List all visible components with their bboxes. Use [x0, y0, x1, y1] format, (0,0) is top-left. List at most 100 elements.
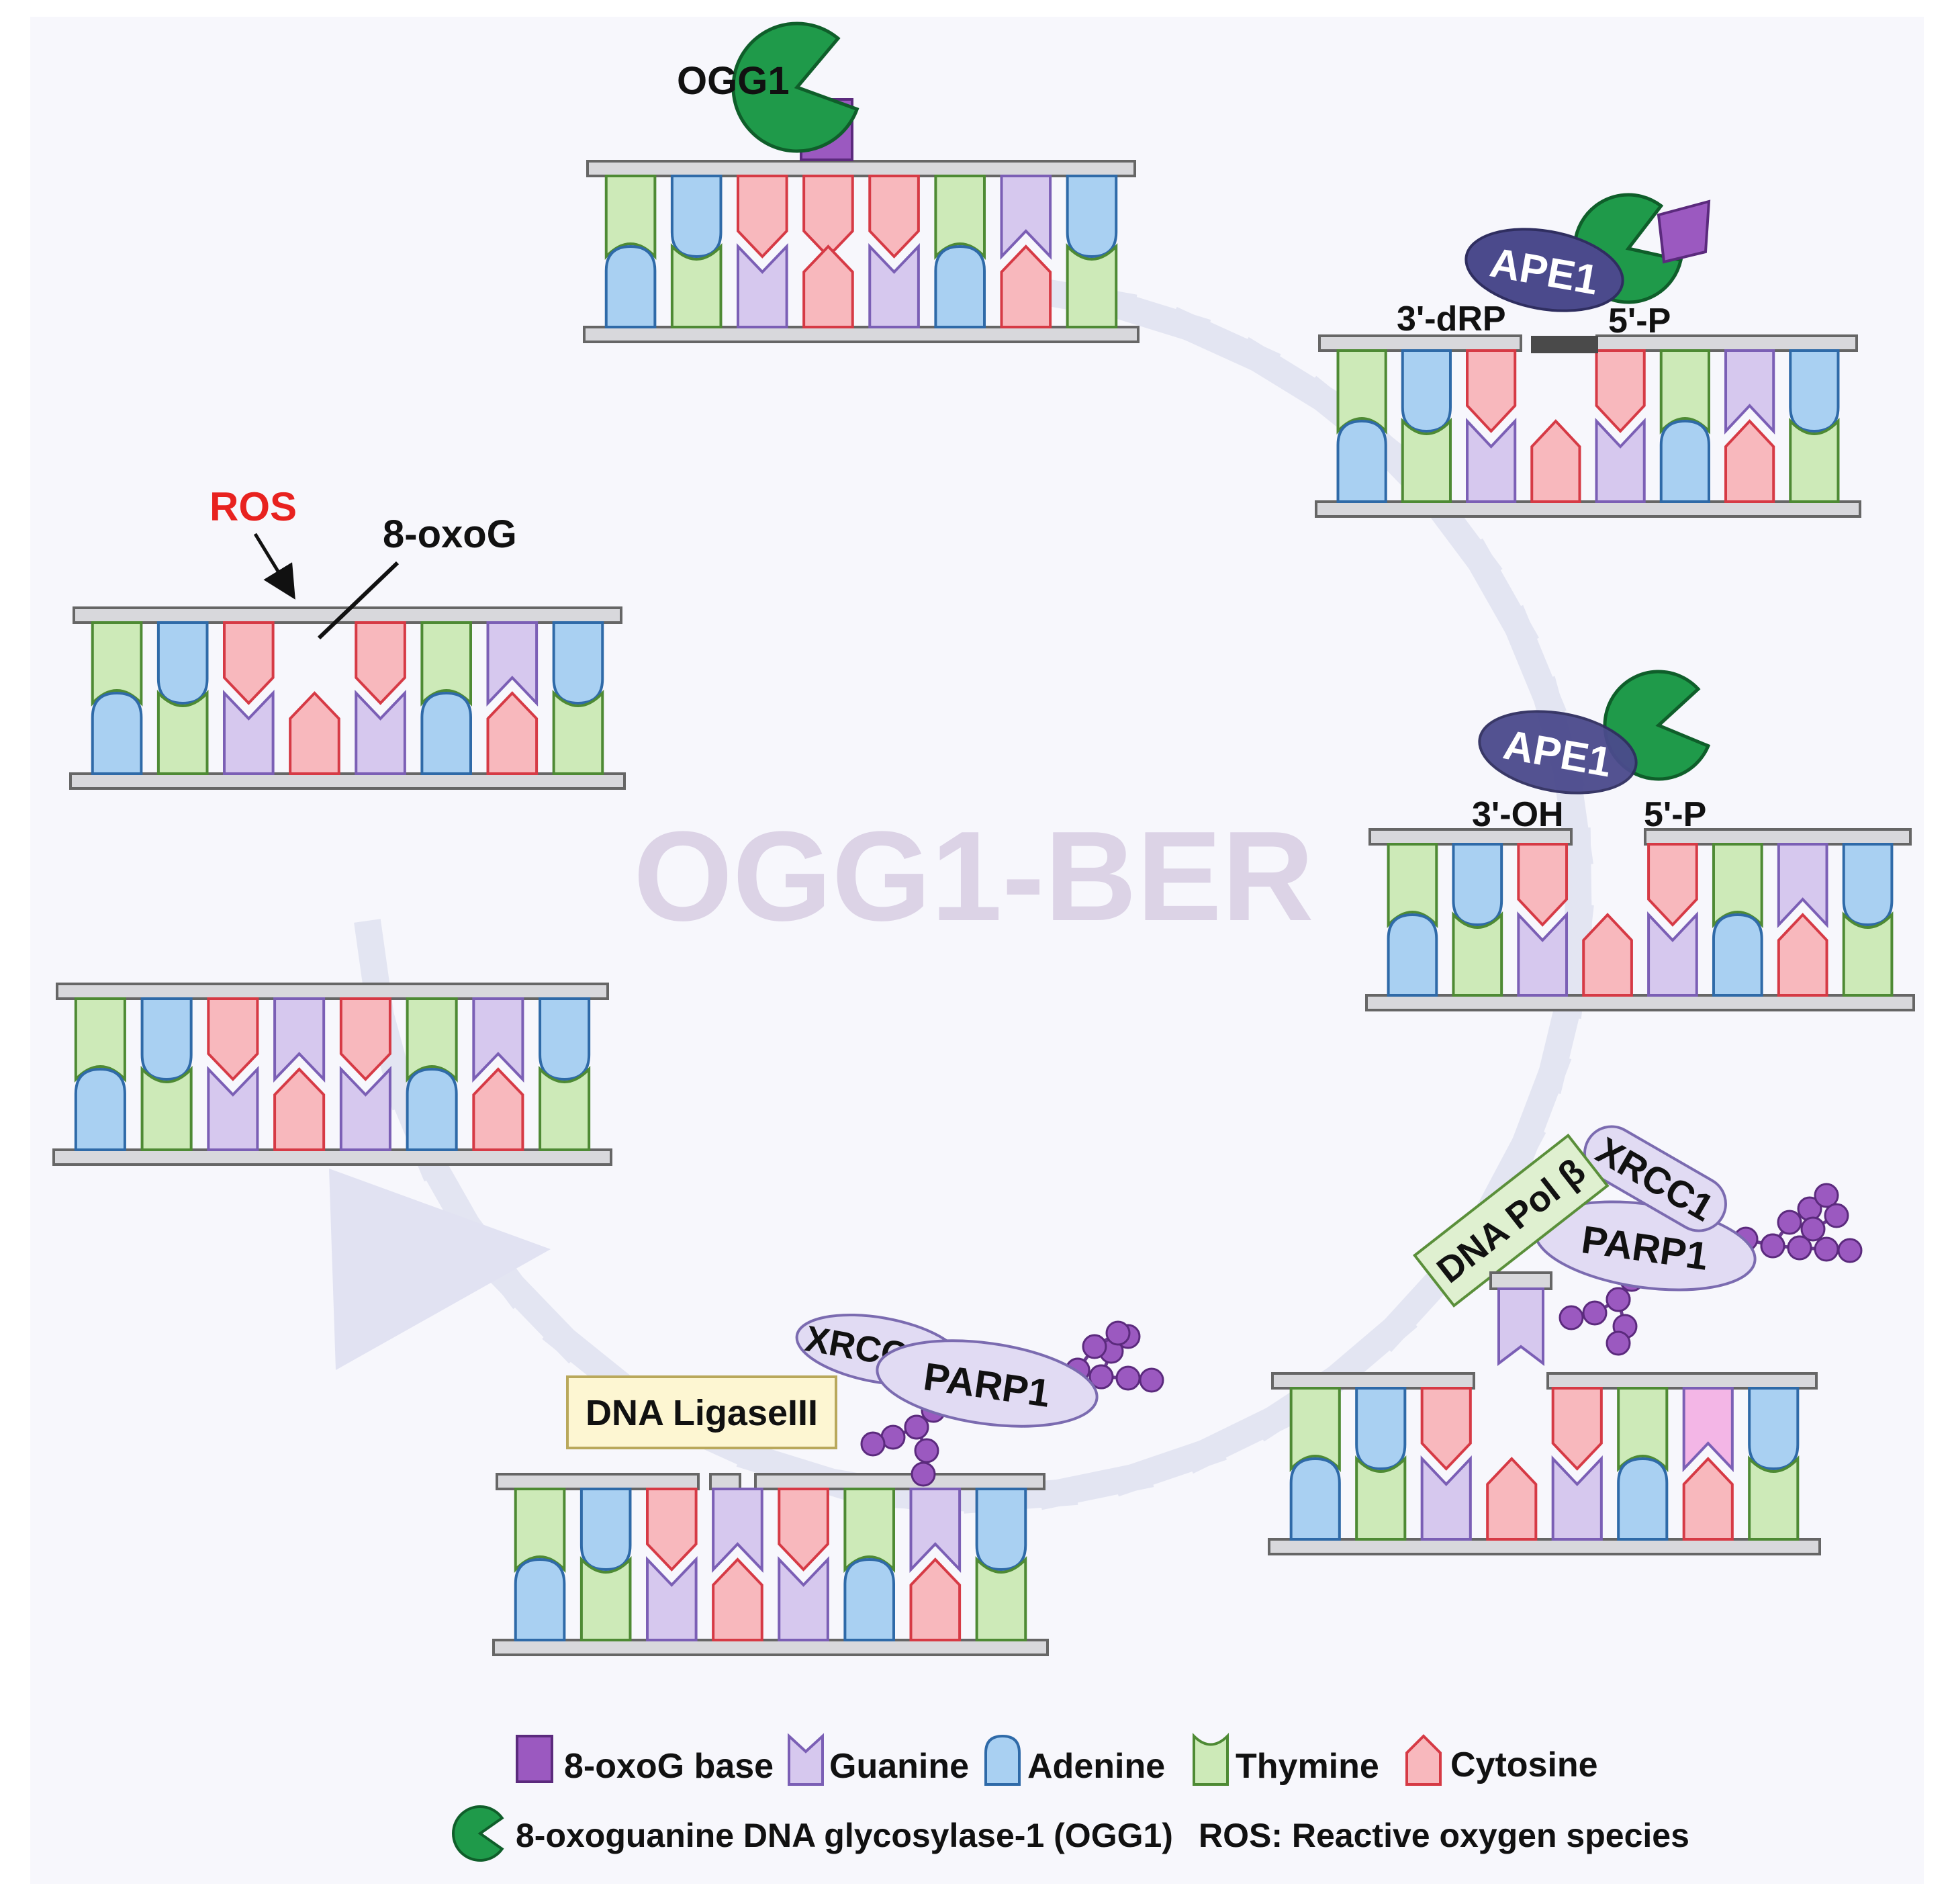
- thymine-base: [91, 621, 143, 707]
- sugar-phosphate-backbone: [754, 1473, 1045, 1490]
- adenine-base: [1659, 419, 1710, 503]
- drp-fragment: [1531, 336, 1598, 353]
- cytosine-base: [1000, 244, 1052, 328]
- cytosine-base: [486, 691, 539, 775]
- legend-thymine-label: Thymine: [1236, 1747, 1379, 1786]
- poly-adp-ribose-chains: [1559, 1183, 1863, 1356]
- oxog-pointer: [317, 561, 400, 640]
- adenine-base: [670, 175, 723, 259]
- cytosine-base: [273, 1067, 326, 1151]
- thymine-base: [552, 690, 604, 775]
- thymine-base: [1842, 911, 1894, 997]
- thymine-base: [539, 1066, 591, 1151]
- cytosine-base: [1682, 1457, 1734, 1541]
- sugar-phosphate-backbone: [586, 160, 1136, 177]
- polb-complex: PARP1 XRCC1 DNA Pol β: [1412, 1125, 1863, 1367]
- cytosine-base: [868, 175, 920, 259]
- cytosine-base: [1777, 913, 1828, 997]
- guanine-base: [646, 1556, 698, 1641]
- thymine-base: [140, 1066, 193, 1151]
- sugar-phosphate-backbone: [1271, 1372, 1475, 1390]
- thymine-base: [156, 690, 209, 775]
- dna-strand-repaired: [52, 983, 612, 1166]
- sugar-phosphate-backbone: [492, 1639, 1049, 1656]
- legend-guanine-label: Guanine: [829, 1747, 969, 1786]
- adp-ribose-bead: [1606, 1330, 1631, 1356]
- adp-ribose-bead: [1105, 1320, 1131, 1346]
- thymine-base: [514, 1488, 566, 1573]
- ogg1-enzyme: OGG1: [677, 21, 859, 161]
- adenine-base: [1336, 419, 1387, 503]
- adp-ribose-bead: [904, 1414, 929, 1440]
- thymine-base: [1066, 243, 1118, 328]
- ligation-complex: XRCC1 PARP1 DNA LigaseIII: [566, 1313, 1164, 1487]
- sugar-phosphate-backbone: [709, 1473, 741, 1490]
- thymine-base: [1336, 349, 1387, 435]
- cytosine-base: [1647, 843, 1698, 927]
- label-dna-ligase-iii: DNA LigaseIII: [586, 1393, 818, 1433]
- cytosine-base: [1486, 1457, 1538, 1541]
- sugar-phosphate-backbone: [496, 1473, 700, 1490]
- adp-ribose-bead: [1814, 1183, 1839, 1208]
- guanine-base: [1647, 911, 1698, 997]
- adp-ribose-bead: [911, 1461, 936, 1487]
- cytosine-base: [778, 1488, 829, 1572]
- legend-ogg1-label: 8-oxoguanine DNA glycosylase-1 (OGG1): [516, 1817, 1173, 1854]
- dna-strand-ogg1-binding: [583, 160, 1140, 343]
- dna-strand-ligation: [492, 1473, 1049, 1656]
- dna-strand-damaged: [69, 606, 626, 790]
- guanine-base: [223, 690, 275, 775]
- adenine-base: [1066, 175, 1118, 259]
- cytosine-base: [223, 621, 275, 705]
- sugar-phosphate-backbone: [56, 983, 609, 1000]
- adp-ribose-bead: [1088, 1364, 1114, 1390]
- cytosine-base: [1551, 1387, 1603, 1471]
- guanine-base: [207, 1066, 259, 1151]
- label-ros: ROS: [210, 484, 297, 529]
- cytosine-base: [207, 997, 259, 1081]
- sugar-phosphate-backbone: [583, 326, 1140, 343]
- thymine-base: [579, 1556, 632, 1641]
- adp-ribose-bead: [1115, 1365, 1141, 1391]
- adenine-base: [1789, 349, 1840, 433]
- guanine-base: [1682, 1387, 1734, 1473]
- ape1-gap-complex: APE1 3'-OH 5'-P: [1472, 670, 1711, 834]
- adenine-base: [140, 997, 193, 1081]
- guanine-base: [909, 1488, 962, 1573]
- adp-ribose-bead: [1824, 1203, 1849, 1228]
- thymine-base: [406, 997, 458, 1083]
- label-ogg1: OGG1: [677, 59, 790, 103]
- xrcc1-protein: [1583, 1125, 1727, 1232]
- dna-pol-beta-protein: [1412, 1133, 1610, 1308]
- label-5-p-2: 5'-P: [1644, 795, 1706, 834]
- legend: 8-oxoG base Guanine Adenine Thymine Cyto…: [452, 1733, 1689, 1862]
- ros-damage: ROS 8-oxoG: [210, 484, 517, 640]
- adenine-base: [1355, 1387, 1407, 1471]
- adp-ribose-bead: [1559, 1305, 1584, 1330]
- adenine-base: [1387, 913, 1438, 997]
- adenine-base: [420, 691, 472, 775]
- parp1-protein: [876, 1339, 1099, 1428]
- adenine-base: [1617, 1457, 1669, 1541]
- legend-cytosine-swatch: [1405, 1734, 1442, 1786]
- thymine-base: [934, 175, 986, 260]
- cytosine-base: [802, 244, 854, 328]
- adenine-base: [1712, 913, 1763, 997]
- sugar-phosphate-backbone: [1268, 1538, 1821, 1555]
- guanine-base: [355, 690, 406, 775]
- sugar-phosphate-backbone: [1365, 994, 1915, 1011]
- center-title: OGG1-BER: [633, 805, 1313, 948]
- legend-ros-label: ROS: Reactive oxygen species: [1199, 1817, 1689, 1854]
- adenine-base: [1842, 843, 1894, 927]
- cytosine-base: [712, 1557, 763, 1641]
- legend-guanine-swatch: [788, 1733, 824, 1786]
- label-8-oxog: 8-oxoG: [383, 512, 517, 556]
- guanine-base: [712, 1488, 763, 1573]
- legend-adenine-label: Adenine: [1027, 1747, 1165, 1786]
- ogg1-pacman-icon: [731, 21, 859, 153]
- adenine-base: [514, 1557, 566, 1641]
- thymine-base: [1659, 349, 1710, 435]
- adenine-base: [91, 691, 143, 775]
- guanine-base: [1595, 417, 1646, 503]
- adp-ribose-bead: [1777, 1210, 1802, 1235]
